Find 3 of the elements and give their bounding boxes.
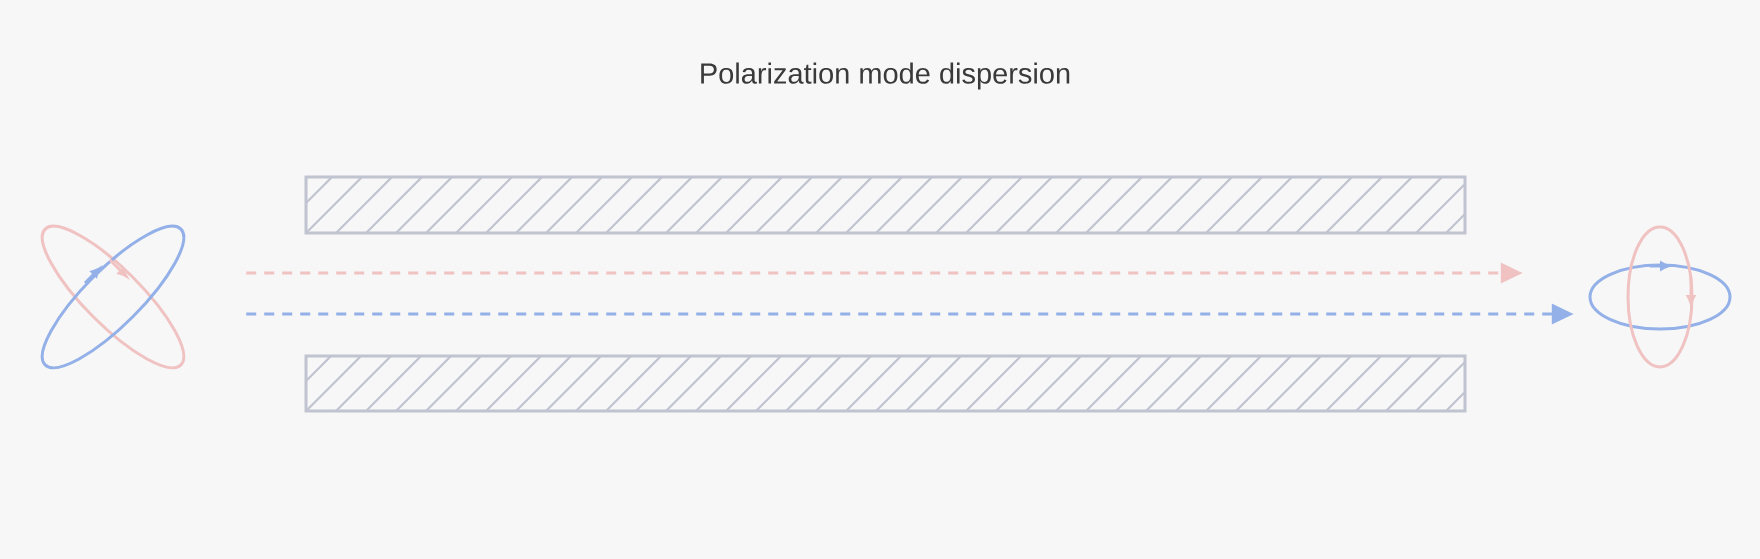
polarization-ellipses bbox=[1588, 225, 1732, 369]
title: Polarization mode dispersion bbox=[701, 62, 1070, 90]
polarization-ellipses bbox=[40, 224, 186, 370]
